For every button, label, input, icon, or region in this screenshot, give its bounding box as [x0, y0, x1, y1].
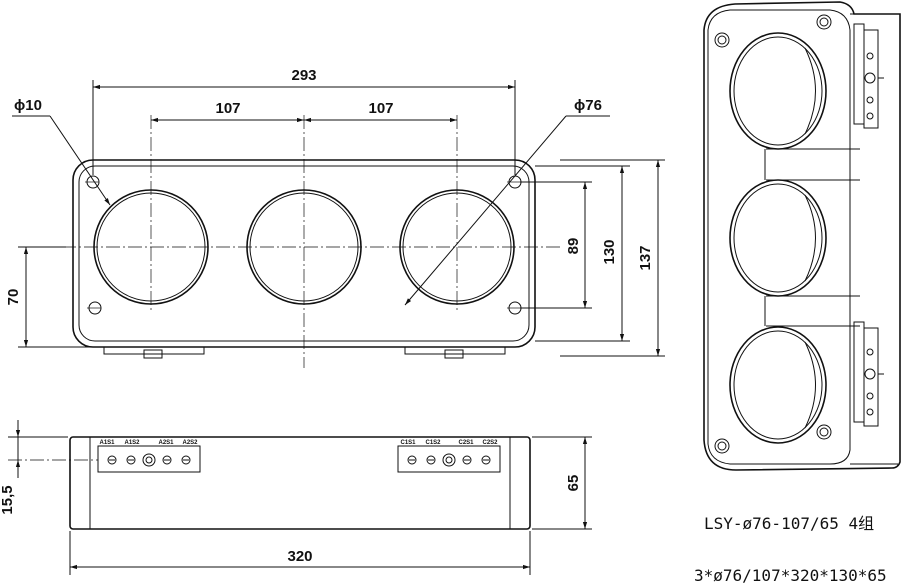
dim-h89: 89 [565, 238, 582, 255]
terminal-label: A1S2 [124, 440, 140, 446]
dim-h130: 130 [601, 239, 618, 264]
dim-pitch-left: 107 [215, 100, 240, 117]
terminal-label: A2S1 [158, 440, 174, 446]
terminal-label: C1S2 [425, 440, 441, 446]
terminal-label: A2S2 [182, 440, 198, 446]
dim-length: 320 [287, 548, 312, 565]
iso-window-middle [729, 179, 860, 297]
dim-hole-dia: ϕ10 [14, 97, 42, 114]
iso-window-top [729, 32, 860, 150]
dim-window-dia: ϕ76 [574, 97, 602, 114]
side-view: A1S1 A1S2 A2S1 A2S2 C1S1 C1S2 C2S1 C2S2 … [0, 420, 592, 575]
caption-model: LSY-ø76-107/65 4组 [704, 514, 874, 533]
iso-terminal-top [853, 23, 884, 129]
terminal-label: C2S1 [458, 440, 474, 446]
isometric-view [703, 1, 901, 471]
terminal-label: C1S1 [400, 440, 416, 446]
iso-terminal-bottom [853, 321, 884, 427]
dim-pitch-right: 107 [368, 100, 393, 117]
dim-h70: 70 [5, 289, 22, 306]
iso-window-bottom [729, 325, 860, 444]
dim-h15: 15,5 [0, 485, 16, 514]
dim-h65: 65 [565, 475, 582, 492]
terminal-label: A1S1 [99, 440, 115, 446]
front-view: 293 107 107 ϕ10 ϕ76 89 130 137 70 [5, 67, 665, 368]
dim-h137: 137 [637, 245, 654, 270]
caption-spec: 3*ø76/107*320*130*65 [694, 566, 887, 585]
terminal-label: C2S2 [482, 440, 498, 446]
dim-overall-width: 293 [291, 67, 316, 84]
